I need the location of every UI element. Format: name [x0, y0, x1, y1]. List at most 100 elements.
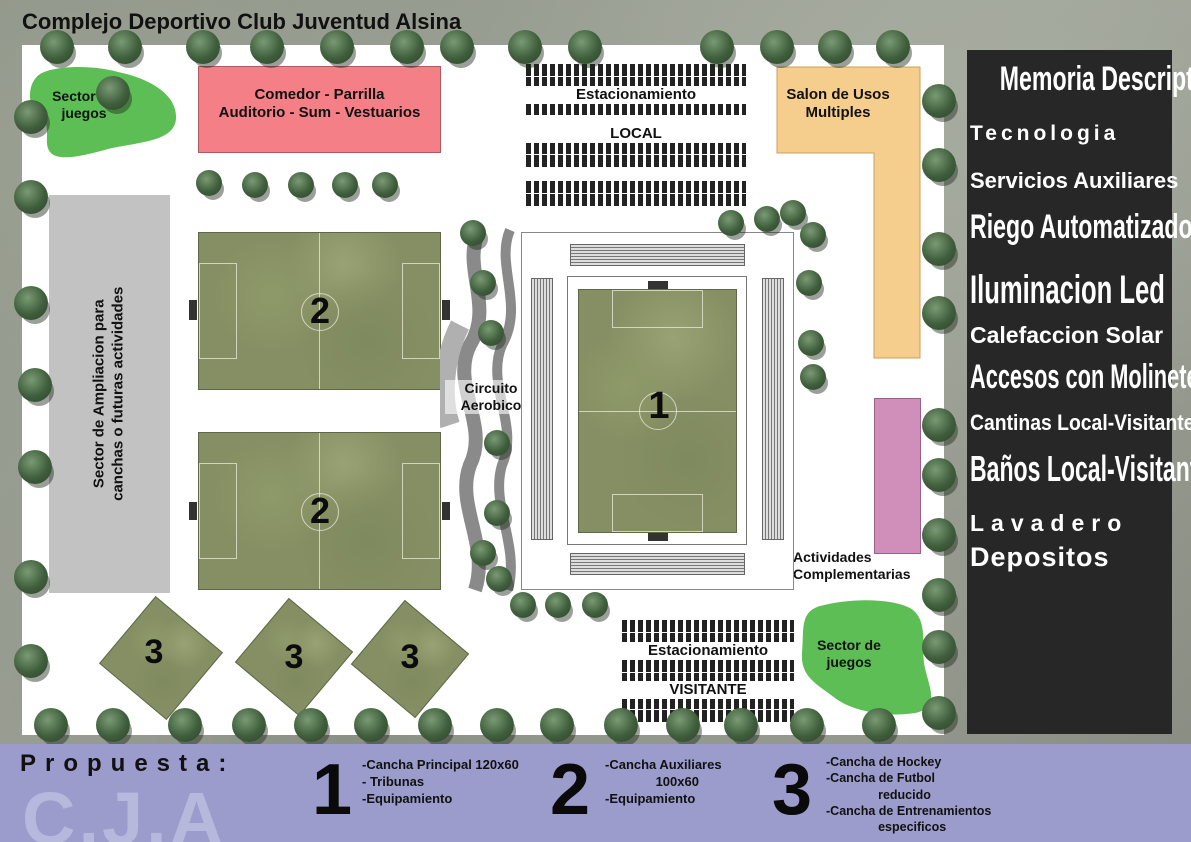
tree-icon [440, 30, 474, 64]
parking-local-label-1: Estacionamiento [526, 86, 746, 104]
parking-local-label-2: LOCAL [526, 125, 746, 143]
tree-icon [14, 286, 48, 320]
tree-icon [14, 644, 48, 678]
tree-icon [372, 172, 398, 198]
hockey-field-3-number: 3 [400, 638, 420, 676]
tree-icon [754, 206, 780, 232]
tree-icon [922, 296, 956, 330]
play-area-bottom-line2: juegos [826, 653, 872, 670]
tree-icon [232, 708, 266, 742]
tree-icon [800, 222, 826, 248]
memoria-item-calefaccion: Calefaccion Solar [970, 322, 1164, 348]
tree-icon [288, 172, 314, 198]
complementary-activities-line1: Actividades [793, 549, 872, 565]
tree-icon [14, 100, 48, 134]
parking-row [622, 660, 794, 672]
memoria-item-iluminacion: Iluminacion Led [970, 268, 1165, 312]
memoria-item-servicios: Servicios Auxiliares [970, 168, 1179, 193]
expansion-label-line2: canchas o futuras actividades [109, 286, 127, 502]
tree-icon [480, 708, 514, 742]
play-area-bottom [801, 600, 932, 715]
tree-icon [922, 458, 956, 492]
tree-icon [18, 368, 52, 402]
tree-icon [922, 578, 956, 612]
memoria-item-lavadero: Lavadero [970, 510, 1129, 536]
dining-label: Comedor - Parrilla Auditorio - Sum - Ves… [198, 86, 441, 122]
parking-row [526, 64, 746, 76]
auxiliary-field-1 [198, 232, 441, 390]
expansion-label-line1: Sector de Ampliacion para [90, 299, 108, 489]
description-panel: Memoria Descriptiva Tecnologia Servicios… [967, 50, 1191, 734]
hockey-field-1-number: 3 [144, 633, 164, 671]
description-heading: Memoria Descriptiva [999, 60, 1191, 98]
tree-icon [168, 708, 202, 742]
tree-icon [718, 210, 744, 236]
goal-marker [442, 502, 450, 520]
tree-icon [108, 30, 142, 64]
tree-icon [800, 364, 826, 390]
memoria-item-tecnologia: Tecnologia [970, 122, 1120, 145]
tree-icon [922, 630, 956, 664]
complementary-activities-label: Actividades Complementarias [793, 549, 933, 583]
parking-row [622, 710, 794, 722]
tree-icon [798, 330, 824, 356]
tree-icon [922, 518, 956, 552]
watermark-logo: C.J.A [22, 777, 227, 842]
proposal-1-number: 1 [312, 750, 353, 830]
tree-icon [604, 708, 638, 742]
goal-marker [189, 502, 197, 520]
tree-icon [862, 708, 896, 742]
memoria-item-cantinas: Cantinas Local-Visitantes [970, 410, 1191, 435]
multipurpose-hall [776, 66, 921, 359]
goal-marker [648, 281, 668, 289]
grandstand-west [531, 278, 553, 540]
tree-icon [96, 708, 130, 742]
proposal-2-text: -Cancha Auxiliares 100x60 -Equipamiento [605, 757, 722, 807]
tree-icon [922, 696, 956, 730]
tree-icon [14, 560, 48, 594]
expansion-label: Sector de Ampliacion para canchas o futu… [91, 287, 129, 501]
proposal-3-number: 3 [772, 750, 813, 830]
tree-icon [40, 30, 74, 64]
tree-icon [876, 30, 910, 64]
tree-icon [250, 30, 284, 64]
tree-icon [354, 708, 388, 742]
tree-icon [242, 172, 268, 198]
tree-icon [320, 30, 354, 64]
tree-icon [818, 30, 852, 64]
tree-icon [666, 708, 700, 742]
expansion-area [49, 195, 170, 593]
proposal-footer: C.J.A Propuesta: 1 -Cancha Principal 120… [0, 744, 1191, 842]
parking-row [526, 142, 746, 154]
auxiliary-field-2 [198, 432, 441, 590]
main-field-track [567, 276, 747, 545]
multipurpose-hall-line2: Multiples [805, 104, 871, 121]
memoria-item-banos: Baños Local-Visitantes [970, 448, 1191, 489]
memoria-item-depositos: Depositos [970, 542, 1110, 572]
multipurpose-hall-label: Salon de Usos Multiples [776, 86, 900, 122]
complementary-activities-line2: Complementarias [793, 565, 911, 582]
tree-icon [18, 450, 52, 484]
tree-icon [922, 408, 956, 442]
play-area-bottom-line1: Sector de [817, 637, 881, 653]
parking-row [622, 620, 794, 632]
tree-icon [510, 592, 536, 618]
tree-icon [780, 200, 806, 226]
tree-icon [700, 30, 734, 64]
parking-row [526, 103, 746, 115]
tree-icon [478, 320, 504, 346]
proposal-3-text: -Cancha de Hockey -Cancha de Futbol redu… [826, 755, 992, 834]
grandstand-north [570, 244, 745, 266]
parking-row [622, 697, 794, 709]
grandstand-south [570, 553, 745, 575]
tree-icon [568, 30, 602, 64]
dining-building [198, 66, 441, 153]
tree-icon [760, 30, 794, 64]
aerobic-circuit-line1: Circuito [464, 380, 518, 396]
tree-icon [484, 430, 510, 456]
goal-marker [189, 300, 197, 320]
tree-icon [332, 172, 358, 198]
auxiliary-field-2-number: 2 [309, 490, 331, 531]
tree-icon [790, 708, 824, 742]
tree-icon [14, 180, 48, 214]
